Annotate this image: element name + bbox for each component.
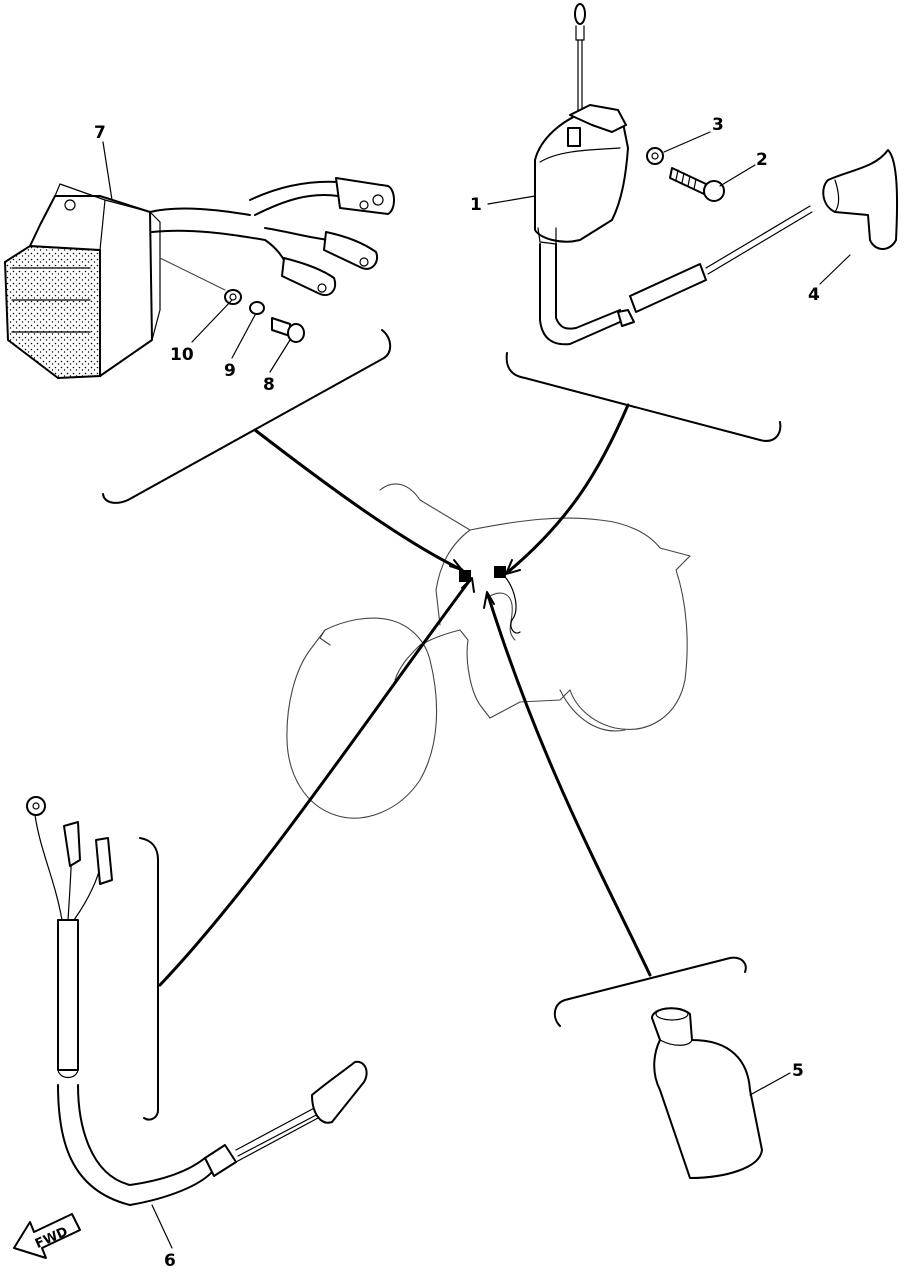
callout-1: 1 bbox=[470, 195, 482, 215]
cdi-wire-harness bbox=[149, 177, 395, 296]
callout-9: 9 bbox=[224, 361, 236, 381]
callout-4: 4 bbox=[808, 285, 820, 305]
cdi-mount-hardware bbox=[159, 257, 305, 343]
callout-3: 3 bbox=[712, 115, 724, 135]
part5-group bbox=[483, 591, 763, 1179]
wire-harness bbox=[26, 796, 368, 1206]
ignition-coil bbox=[534, 104, 629, 245]
frame-connectors bbox=[459, 566, 521, 634]
ignition-coil-group bbox=[505, 3, 899, 575]
callout-leaders bbox=[102, 131, 851, 1249]
part5-body bbox=[651, 1007, 763, 1179]
callout-labels: 1 2 3 4 5 6 7 8 9 10 bbox=[94, 115, 820, 1271]
callout-5: 5 bbox=[792, 1061, 804, 1081]
callout-10: 10 bbox=[170, 345, 194, 365]
cdi-unit bbox=[3, 183, 161, 380]
callout-7: 7 bbox=[94, 123, 106, 143]
callout-6: 6 bbox=[164, 1251, 176, 1271]
cdi-unit-group bbox=[3, 177, 464, 572]
motorcycle-silhouette bbox=[286, 483, 691, 819]
callout-2: 2 bbox=[756, 150, 768, 170]
callout-8: 8 bbox=[263, 375, 275, 395]
fwd-arrow-icon: FWD bbox=[13, 1213, 81, 1259]
wire-harness-group bbox=[26, 577, 475, 1206]
